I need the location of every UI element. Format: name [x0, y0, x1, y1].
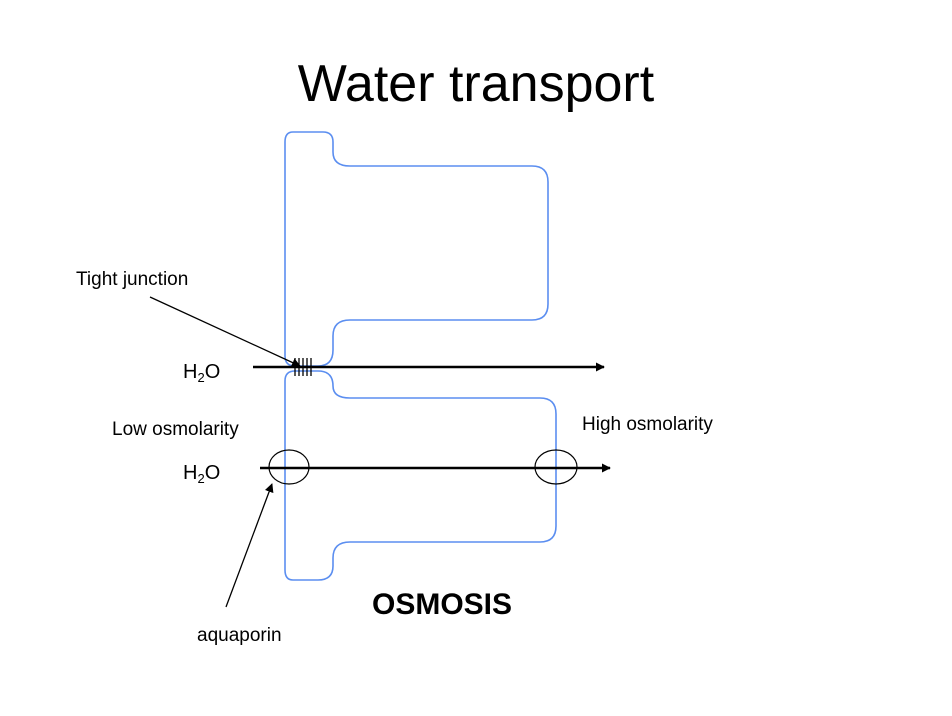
lower-cell-outline: [284, 370, 557, 581]
h2o-label-bottom: H2O: [183, 462, 221, 486]
osmosis-caption: OSMOSIS: [372, 588, 513, 621]
aquaporin-basolateral: [534, 449, 578, 485]
low-osmolarity-label: Low osmolarity: [112, 419, 239, 440]
tight-junction-pointer: [149, 296, 301, 367]
high-osmolarity-label: High osmolarity: [582, 414, 713, 435]
aquaporin-apical: [268, 449, 310, 485]
aquaporin-pointer: [225, 483, 274, 608]
upper-cell-outline: [284, 131, 549, 367]
aquaporin-label: aquaporin: [197, 625, 282, 646]
h2o-label-top: H2O: [183, 361, 221, 385]
slide-title: Water transport: [297, 55, 655, 113]
tight-junction-label: Tight junction: [76, 269, 189, 290]
